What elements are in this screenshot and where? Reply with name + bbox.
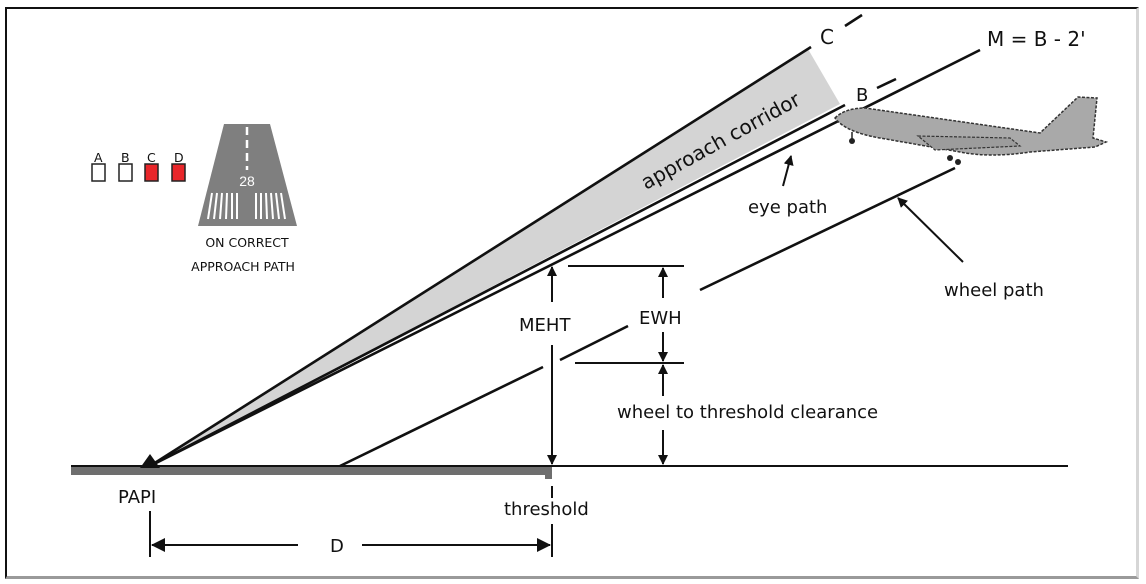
light-label-b: B: [121, 150, 130, 165]
runway-number: 28: [239, 173, 255, 189]
line-b: [149, 103, 846, 468]
wheel-path-seg3: [699, 166, 956, 292]
light-b-white: [118, 163, 133, 182]
label-distance-d: D: [330, 536, 344, 557]
wheel-path-seg2: [559, 324, 629, 362]
line-b-dash: [876, 77, 897, 90]
aircraft: [834, 96, 1109, 165]
papi-indicator-inset: A B C D 28 ON CORRECT APPROACH PATH: [91, 124, 297, 274]
papi-unit: [140, 454, 160, 468]
label-line-c: C: [820, 25, 834, 49]
label-threshold: threshold: [504, 499, 589, 520]
label-ewh: EWH: [639, 308, 682, 329]
label-papi: PAPI: [118, 487, 156, 508]
label-wheel-clearance: wheel to threshold clearance: [617, 402, 878, 423]
light-d-red: [171, 163, 186, 182]
label-line-b: B: [856, 85, 868, 106]
threshold-step: [545, 466, 552, 479]
light-c-red: [144, 163, 159, 182]
caption-line-1: ON CORRECT: [205, 235, 289, 250]
runway-surface: [71, 466, 552, 475]
wheel-path-arrow: [897, 197, 964, 263]
approach-corridor: [150, 49, 840, 466]
label-line-m: M = B - 2': [987, 27, 1086, 51]
label-wheel-path: wheel path: [944, 280, 1044, 301]
line-c: [149, 45, 812, 468]
threshold-markings: [207, 192, 286, 220]
label-eye-path: eye path: [748, 197, 827, 218]
light-label-a: A: [94, 150, 103, 165]
label-meht: MEHT: [519, 315, 571, 336]
light-label-d: D: [174, 150, 184, 165]
line-c-dash: [844, 13, 863, 28]
caption-line-2: APPROACH PATH: [191, 259, 295, 274]
light-a-white: [91, 163, 106, 182]
eye-path-arrow: [782, 155, 794, 187]
wheel-path-seg1: [339, 365, 544, 468]
diagram-frame: [5, 7, 1139, 579]
light-label-c: C: [147, 150, 156, 165]
